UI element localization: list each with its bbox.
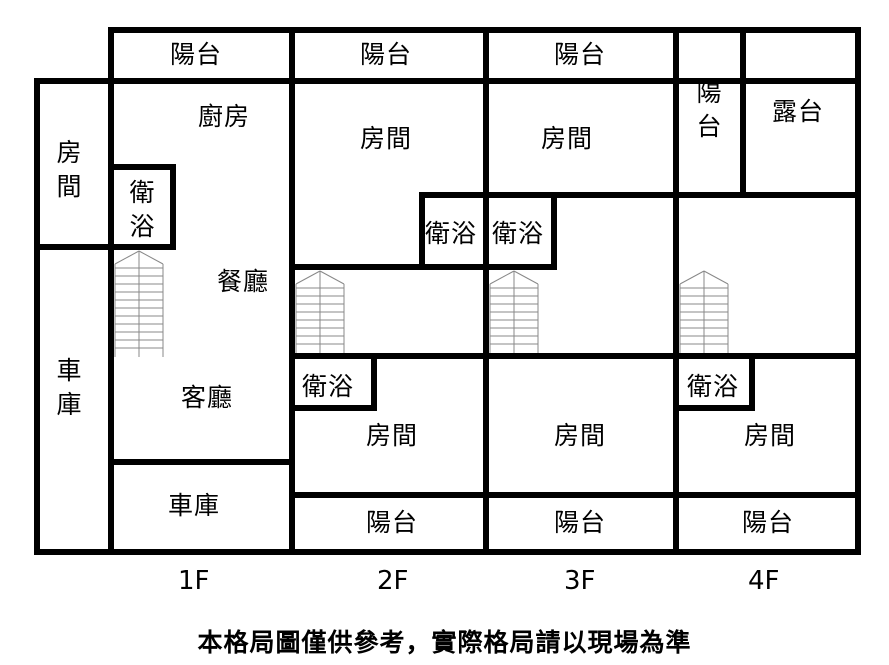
wall-col-3-4 — [673, 27, 679, 555]
disclaimer-note: 本格局圖僅供參考，實際格局請以現場為準 — [197, 628, 692, 657]
wall-1f-top-left — [34, 78, 114, 84]
label-1f-dining: 餐廳 — [217, 267, 270, 296]
wall-2f-room-bottom — [289, 264, 425, 270]
label-1f-kitchen: 廚房 — [198, 102, 251, 131]
label-4f-balcony-top: 陽台 — [696, 78, 722, 141]
label-4f-room-bottom: 房間 — [744, 421, 797, 450]
label-4f-terrace: 露台 — [772, 97, 825, 126]
wall-col-1-2 — [289, 27, 295, 555]
bath-box-3f-top — [483, 192, 557, 270]
label-2f-balcony-top: 陽台 — [360, 40, 413, 69]
bath-box-1f — [108, 164, 176, 250]
label-1f-balcony: 陽台 — [170, 40, 223, 69]
stairs-1f — [114, 250, 164, 357]
wall-4f-balcony-split — [740, 27, 746, 193]
wall-1f-room-bottom — [34, 244, 114, 250]
label-2f-balcony-bottom: 陽台 — [366, 508, 419, 537]
stairs-2f — [295, 270, 345, 353]
outer-wall-right — [855, 27, 861, 555]
label-3f-room-bottom: 房間 — [554, 421, 607, 450]
label-1f-living: 客廳 — [181, 383, 234, 412]
label-3f-bath-top: 衛浴 — [492, 219, 545, 248]
wall-1f-garage-top — [108, 459, 295, 465]
label-2f-bath-top: 衛浴 — [425, 219, 478, 248]
wall-2f-middle — [289, 353, 861, 359]
stairs-4f — [679, 270, 729, 353]
floor-label-1f: 1F — [178, 566, 210, 596]
floor-label-2f: 2F — [377, 566, 409, 596]
outer-wall-left-upper — [108, 27, 114, 555]
wall-3f-room-bottom — [483, 192, 861, 198]
label-3f-balcony-bottom: 陽台 — [554, 508, 607, 537]
label-2f-bath-bottom: 衛浴 — [302, 372, 355, 401]
label-2f-room-top: 房間 — [360, 124, 413, 153]
label-4f-balcony-bottom: 陽台 — [742, 508, 795, 537]
label-2f-room-bottom: 房間 — [366, 421, 419, 450]
label-1f-garage-side: 車庫 — [56, 356, 82, 419]
label-1f-bath: 衛浴 — [129, 178, 155, 241]
wall-2f-balcony-top — [289, 492, 861, 498]
stairs-3f — [489, 270, 539, 353]
outer-wall-left — [34, 78, 40, 555]
label-3f-balcony-top: 陽台 — [554, 40, 607, 69]
outer-wall-bottom — [34, 549, 861, 555]
bath-box-4f — [673, 353, 755, 411]
floor-label-4f: 4F — [748, 566, 780, 596]
label-4f-bath: 衛浴 — [687, 372, 740, 401]
label-1f-garage: 車庫 — [168, 491, 221, 520]
floor-label-3f: 3F — [564, 566, 596, 596]
bath-box-2f-bottom — [289, 353, 377, 411]
label-3f-room-top: 房間 — [541, 124, 594, 153]
label-1f-room: 房間 — [56, 138, 82, 201]
wall-col-2-3 — [483, 27, 489, 555]
